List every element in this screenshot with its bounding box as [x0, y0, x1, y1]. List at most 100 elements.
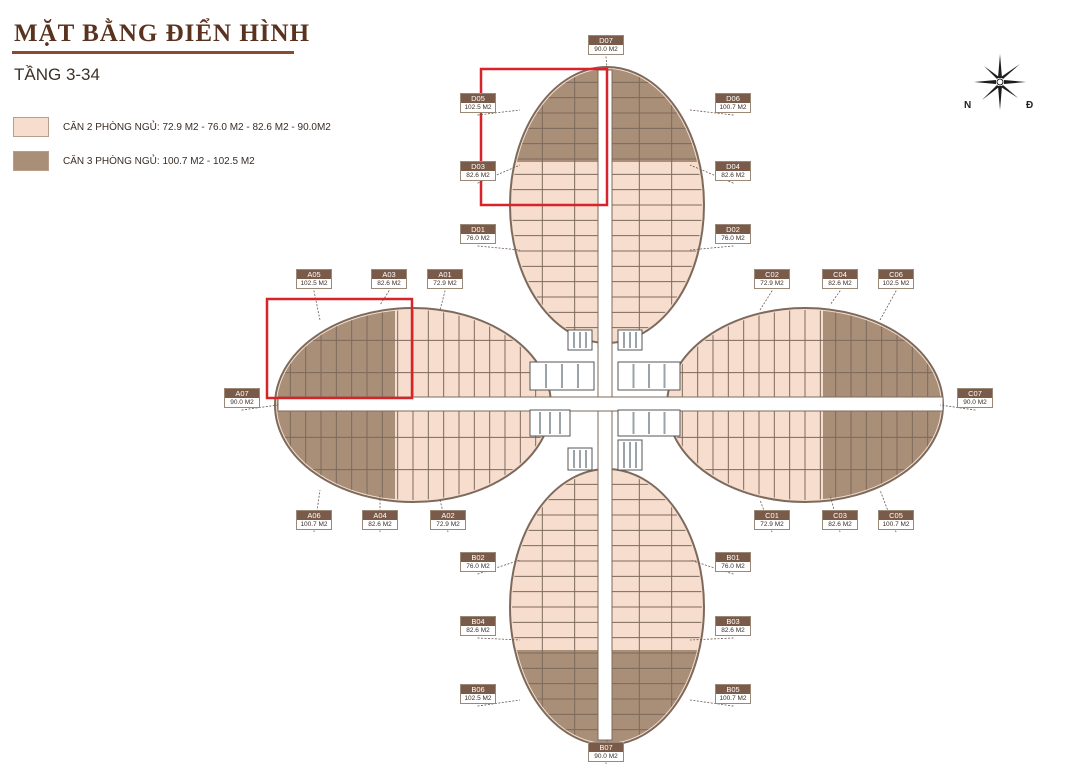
legend-row-2-bedroom: CĂN 2 PHÒNG NGỦ: 72.9 M2 - 76.0 M2 - 82.… [13, 116, 331, 138]
unit-code: B03 [716, 617, 750, 626]
legend-label-3-bedroom: CĂN 3 PHÒNG NGỦ: 100.7 M2 - 102.5 M2 [63, 155, 255, 167]
legend-swatch-3-bedroom [13, 151, 49, 171]
unit-code: D07 [589, 36, 623, 45]
legend-swatch-2-bedroom [13, 117, 49, 137]
unit-area: 102.5 M2 [882, 280, 910, 287]
unit-code: D01 [461, 225, 495, 234]
unit-code: B07 [589, 743, 623, 752]
unit-area: 82.6 M2 [466, 627, 490, 634]
unit-code: A03 [372, 270, 406, 279]
unit-area: 90.0 M2 [594, 46, 618, 53]
unit-area: 82.6 M2 [828, 521, 852, 528]
unit-area: 102.5 M2 [464, 104, 492, 111]
legend-row-3-bedroom: CĂN 3 PHÒNG NGỦ: 100.7 M2 - 102.5 M2 [13, 150, 255, 172]
unit-area: 100.7 M2 [719, 104, 747, 111]
unit-code: D06 [716, 94, 750, 103]
unit-area: 82.6 M2 [466, 172, 490, 179]
leader-line-a01 [439, 287, 446, 311]
unit-area: 82.6 M2 [828, 280, 852, 287]
unit-code: D04 [716, 162, 750, 171]
unit-area: 82.6 M2 [721, 627, 745, 634]
leader-line-d07 [605, 53, 608, 69]
unit-area: 90.0 M2 [594, 753, 618, 760]
leader-line-c06 [879, 287, 897, 321]
unit-code: D03 [461, 162, 495, 171]
unit-area: 72.9 M2 [433, 280, 457, 287]
unit-code: B06 [461, 685, 495, 694]
compass-star-icon [974, 54, 1026, 110]
unit-area: 100.7 M2 [719, 695, 747, 702]
unit-code: B01 [716, 553, 750, 562]
page-title: MẶT BẰNG ĐIỂN HÌNH [14, 20, 311, 47]
floor-range: TẦNG 3-34 [14, 65, 100, 84]
leader-line-c02 [759, 287, 773, 311]
unit-area: 82.6 M2 [368, 521, 392, 528]
unit-code: C04 [823, 270, 857, 279]
unit-code: A02 [431, 511, 465, 520]
unit-code: D02 [716, 225, 750, 234]
unit-area: 82.6 M2 [721, 172, 745, 179]
unit-area: 102.5 M2 [300, 280, 328, 287]
unit-area: 72.9 M2 [436, 521, 460, 528]
unit-area: 76.0 M2 [466, 563, 490, 570]
unit-area: 76.0 M2 [721, 563, 745, 570]
unit-code: C02 [755, 270, 789, 279]
legend-label-2-bedroom: CĂN 2 PHÒNG NGỦ: 72.9 M2 - 76.0 M2 - 82.… [63, 121, 331, 133]
unit-code: A05 [297, 270, 331, 279]
leader-line-a05 [313, 287, 321, 321]
unit-code: B04 [461, 617, 495, 626]
unit-code: B02 [461, 553, 495, 562]
unit-area: 100.7 M2 [300, 521, 328, 528]
unit-code: C05 [879, 511, 913, 520]
unit-area: 100.7 M2 [882, 521, 910, 528]
unit-area: 90.0 M2 [230, 399, 254, 406]
compass-label-north: N [964, 100, 972, 111]
unit-code: A06 [297, 511, 331, 520]
leader-line-a03 [379, 287, 390, 306]
unit-code: A04 [363, 511, 397, 520]
compass-rose: N Đ [960, 50, 1040, 120]
unit-code: A07 [225, 389, 259, 398]
unit-area: 82.6 M2 [377, 280, 401, 287]
compass-label-east: Đ [1026, 100, 1034, 111]
unit-area: 76.0 M2 [466, 235, 490, 242]
highlight-box-a05-a07 [265, 297, 414, 400]
unit-code: C03 [823, 511, 857, 520]
unit-area: 72.9 M2 [760, 280, 784, 287]
unit-area: 76.0 M2 [721, 235, 745, 242]
unit-code: A01 [428, 270, 462, 279]
unit-area: 90.0 M2 [963, 399, 987, 406]
leader-line-c04 [829, 287, 841, 306]
unit-code: B05 [716, 685, 750, 694]
unit-code: C01 [755, 511, 789, 520]
